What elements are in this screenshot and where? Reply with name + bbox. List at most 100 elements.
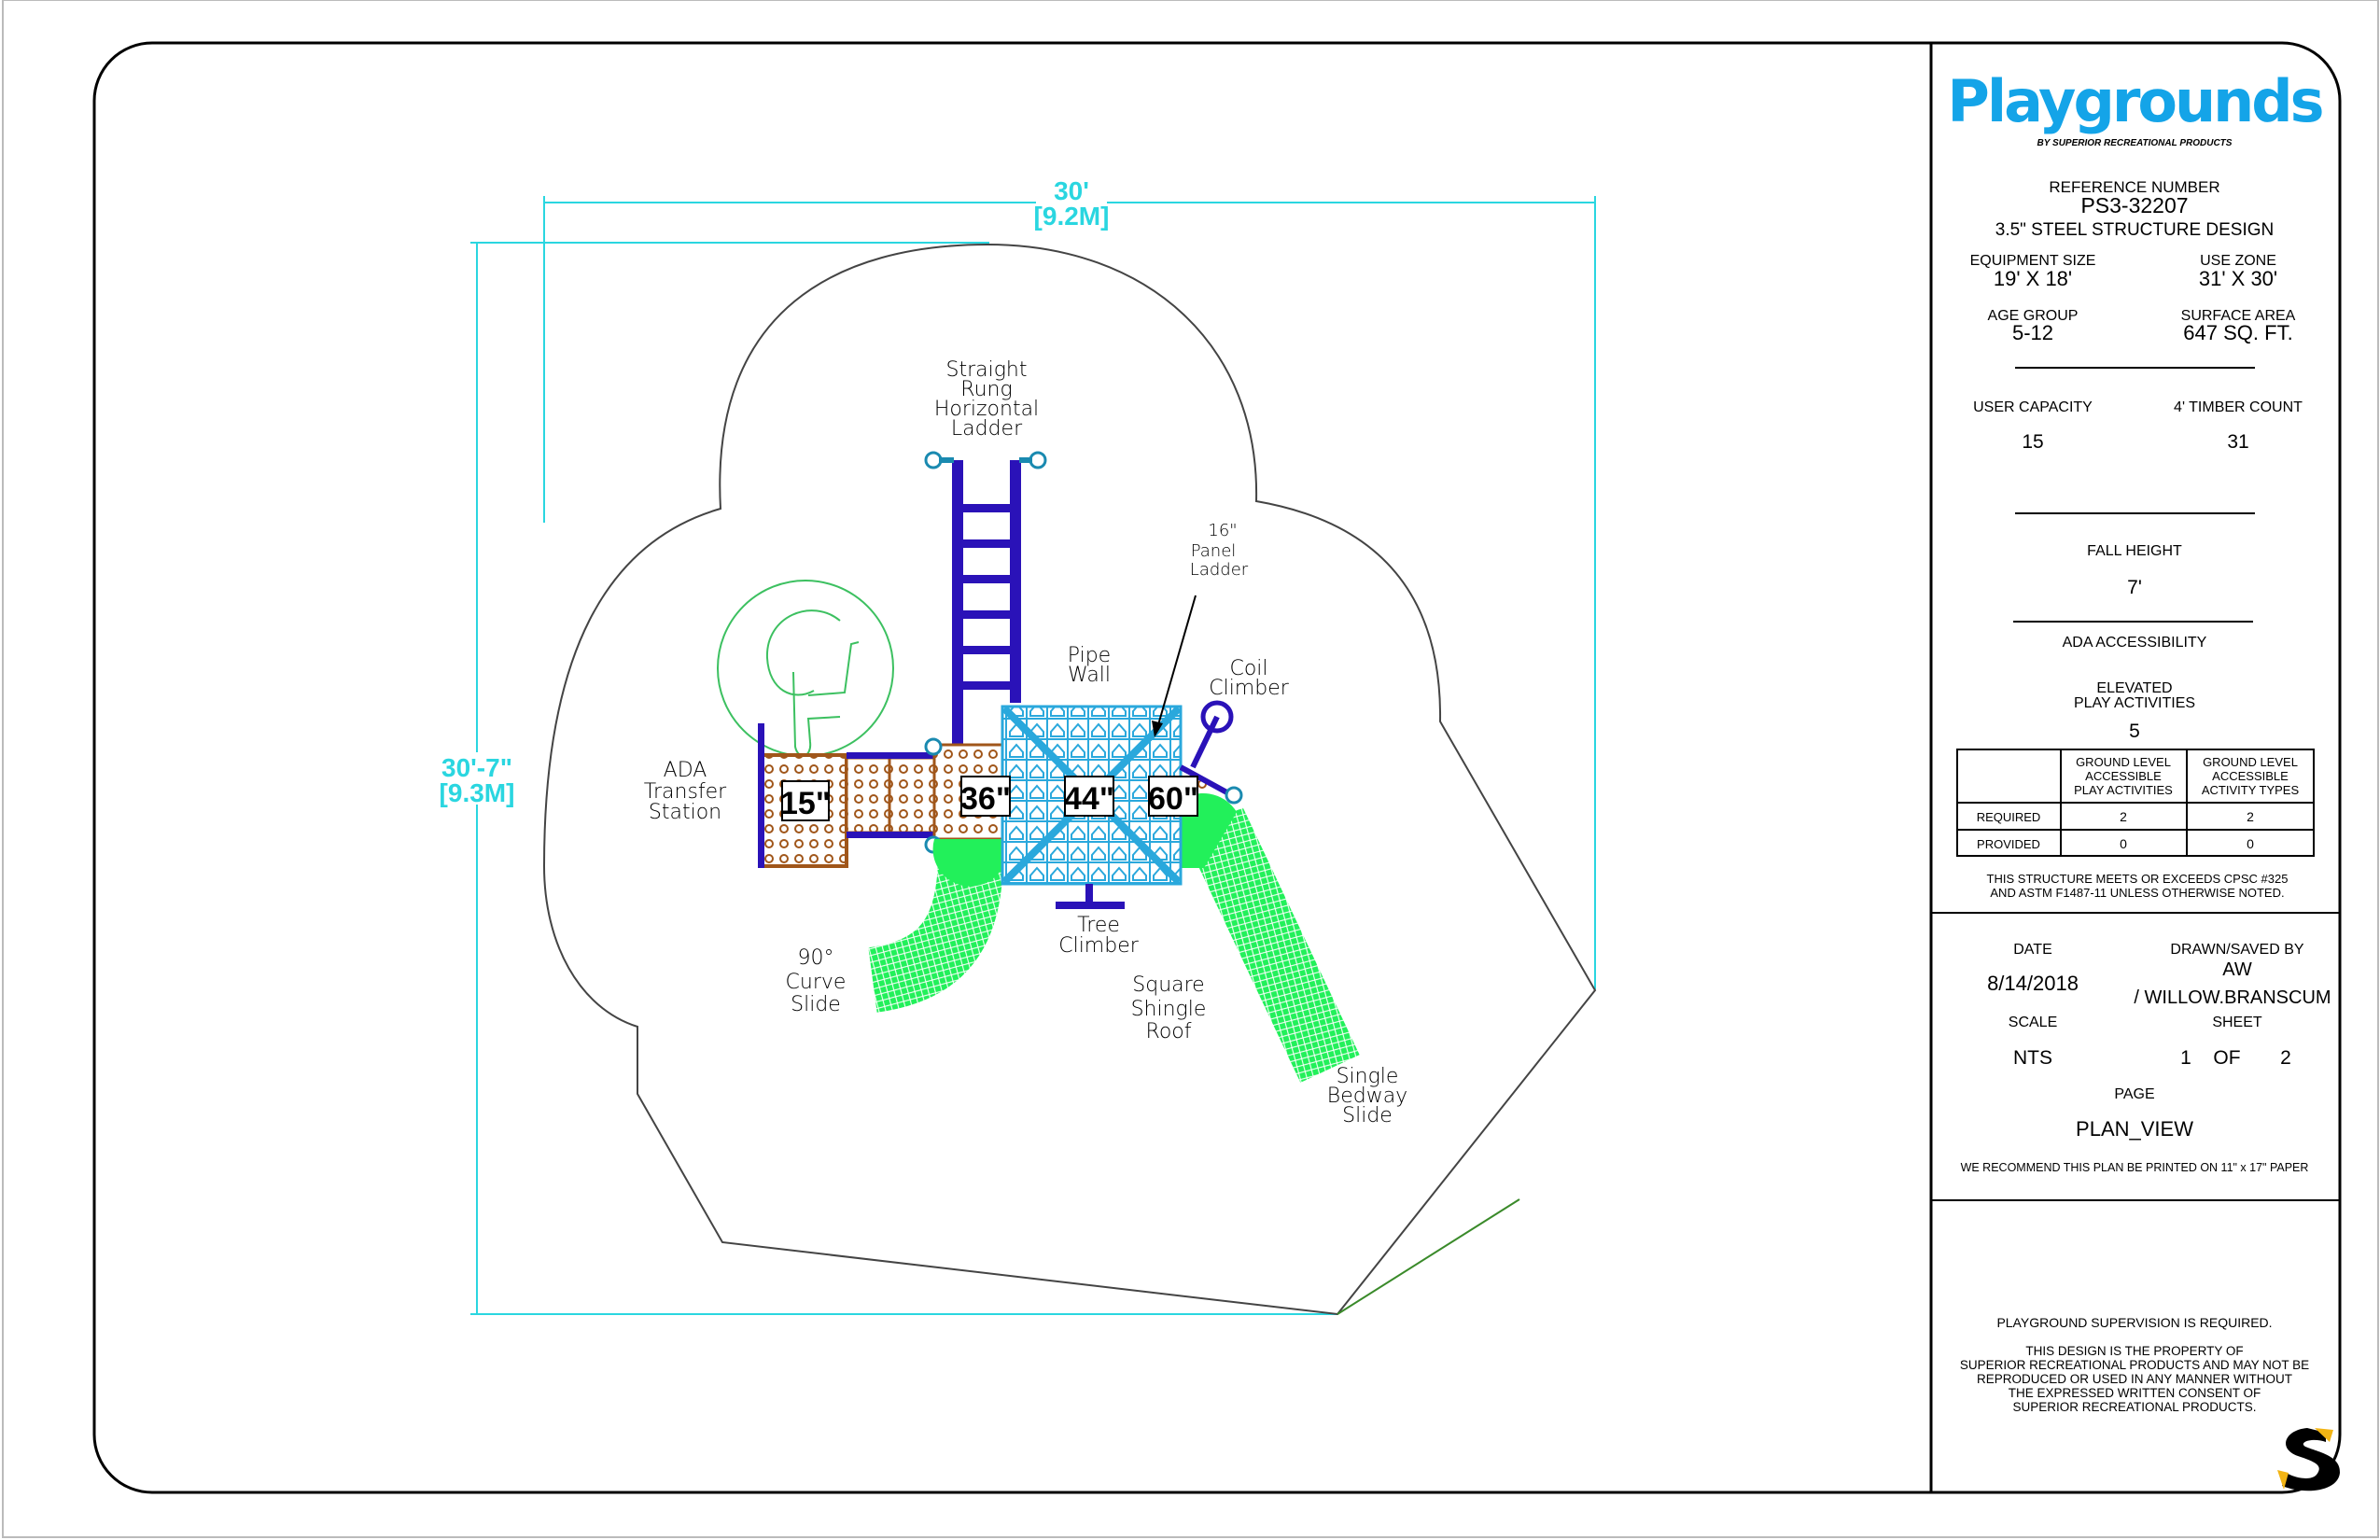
label-line: ADA: [664, 759, 707, 782]
deck-height-tag: 15": [780, 780, 831, 821]
scale-label: SCALE: [2009, 1015, 2057, 1030]
width-dimension: 30': [1054, 176, 1089, 205]
guard-rail: [758, 723, 764, 868]
structure-design: 3.5" STEEL STRUCTURE DESIGN: [1995, 220, 2275, 240]
label-line: Horizontal: [934, 398, 1039, 421]
guard-rail: [847, 752, 934, 759]
use-zone-label: USE ZONE: [2200, 253, 2276, 269]
sheet-of: OF: [2213, 1047, 2240, 1069]
label-line: Pipe: [1068, 644, 1111, 667]
use-zone-outline: [542, 243, 1597, 1316]
label-tree-climber: Tree Climber: [1058, 914, 1140, 958]
label-curve-slide: 90° Curve Slide: [786, 946, 847, 1016]
sheet-total: 2: [2280, 1047, 2291, 1069]
surface-area: 647 SQ. FT.: [2183, 321, 2292, 344]
label-line: Curve: [786, 971, 847, 994]
label-line: Tree: [1077, 914, 1120, 937]
property-note: SUPERIOR RECREATIONAL PRODUCTS.: [2012, 1400, 2256, 1414]
property-note: REPRODUCED OR USED IN ANY MANNER WITHOUT: [1977, 1372, 2292, 1386]
label-line: Roof: [1146, 1020, 1192, 1043]
reference-label: REFERENCE NUMBER: [2049, 178, 2219, 196]
label-line: 90°: [798, 946, 834, 970]
elevated-label: PLAY ACTIVITIES: [2074, 695, 2195, 711]
table-header: ACCESSIBLE: [2085, 769, 2162, 783]
label-line: Slide: [791, 993, 841, 1016]
timber-count-label: 4' TIMBER COUNT: [2174, 399, 2303, 415]
table-row-label: PROVIDED: [1977, 837, 2040, 851]
date: 8/14/2018: [1987, 972, 2079, 995]
deck-height: 36": [960, 781, 1011, 817]
age-group: 5-12: [2012, 321, 2053, 344]
property-note: THE EXPRESSED WRITTEN CONSENT OF: [2009, 1386, 2261, 1400]
supervision-note: PLAYGROUND SUPERVISION IS REQUIRED.: [1996, 1315, 2272, 1330]
tree-climber: [1056, 884, 1125, 909]
table-cell: 0: [2247, 836, 2254, 851]
title-block: Playgrounds BY SUPERIOR RECREATIONAL PRO…: [1947, 67, 2341, 1491]
company-s-logo-icon: [2277, 1428, 2341, 1491]
scale: NTS: [2013, 1047, 2052, 1069]
surface-area-label: SURFACE AREA: [2181, 308, 2296, 324]
drawn-name: / WILLOW.BRANSCUM: [2134, 987, 2331, 1008]
ada-accessibility-label: ADA ACCESSIBILITY: [2063, 635, 2207, 651]
deck-height: 44": [1064, 781, 1114, 817]
user-capacity-label: USER CAPACITY: [1973, 399, 2093, 415]
user-capacity: 15: [2022, 431, 2043, 453]
compliance-note: AND ASTM F1487-11 UNLESS OTHERWISE NOTED…: [1990, 886, 2284, 900]
elevated-count: 5: [2129, 721, 2140, 742]
table-cell: 0: [2120, 836, 2127, 851]
slide-entry: [932, 839, 1002, 887]
label-line: Coil: [1229, 657, 1267, 680]
deck-height: 60": [1148, 781, 1198, 817]
leader-arrow: [1156, 595, 1197, 729]
property-note: SUPERIOR RECREATIONAL PRODUCTS AND MAY N…: [1960, 1358, 2309, 1372]
label-line: Slide: [1342, 1104, 1393, 1127]
post: [924, 737, 943, 756]
label-panel-ladder: 16" Panel Ladder: [1190, 521, 1249, 580]
label-pipe-wall: Pipe Wall: [1068, 644, 1111, 687]
age-group-label: AGE GROUP: [1988, 308, 2079, 324]
coil-climber: [1179, 700, 1243, 805]
table-header: GROUND LEVEL: [2203, 755, 2298, 769]
guard-rail: [847, 832, 934, 838]
equipment-size-label: EQUIPMENT SIZE: [1970, 253, 2096, 269]
sheet-number: 1: [2180, 1047, 2191, 1069]
table-cell: 2: [2247, 809, 2254, 824]
label-ada-transfer: ADA Transfer Station: [644, 759, 727, 824]
drawn-initials: AW: [2222, 959, 2252, 980]
sheet-label: SHEET: [2212, 1015, 2262, 1030]
width-dimension-metric: [9.2M]: [1034, 202, 1110, 231]
elevated-label: ELEVATED: [2096, 680, 2172, 696]
arrow-head-icon: [1152, 721, 1163, 737]
deck-height-tag: 44": [1064, 776, 1114, 817]
label-line: Climber: [1209, 677, 1290, 700]
dim-mask: [1036, 174, 1107, 226]
label-bedway-slide: Single Bedway Slide: [1327, 1065, 1407, 1127]
label-line: Climber: [1058, 934, 1140, 958]
horizontal-ladder: [924, 451, 1047, 749]
deck-height: 15": [780, 786, 831, 821]
label-roof: Square Shingle Roof: [1131, 973, 1207, 1043]
brand-subtitle: BY SUPERIOR RECREATIONAL PRODUCTS: [2037, 138, 2233, 148]
print-note: WE RECOMMEND THIS PLAN BE PRINTED ON 11"…: [1961, 1161, 2309, 1174]
use-zone: 31' X 30': [2199, 267, 2277, 290]
label-line: Station: [649, 801, 721, 824]
depth-dimension-metric: [9.3M]: [440, 778, 515, 807]
table-header: ACTIVITY TYPES: [2202, 783, 2300, 797]
accessibility-table: [1956, 749, 2315, 857]
table-row-label: REQUIRED: [1977, 810, 2041, 824]
label-coil-climber: Coil Climber: [1209, 657, 1290, 700]
label-line: Transfer: [644, 780, 727, 804]
page-label: PAGE: [2114, 1086, 2154, 1102]
fall-height: 7': [2127, 577, 2142, 598]
table-header: PLAY ACTIVITIES: [2074, 783, 2173, 797]
timber-count: 31: [2227, 431, 2248, 453]
label-line: Shingle: [1131, 998, 1207, 1021]
label-line: Square: [1132, 973, 1204, 997]
label-line: Straight: [945, 358, 1027, 382]
dim-mask: [434, 752, 522, 805]
date-label: DATE: [2013, 942, 2051, 958]
brand-logo: Playgrounds: [1947, 67, 2321, 135]
label-line: Wall: [1068, 664, 1111, 687]
accessible-symbol-icon: [717, 580, 894, 757]
deck-height-tag: 60": [1148, 776, 1198, 817]
